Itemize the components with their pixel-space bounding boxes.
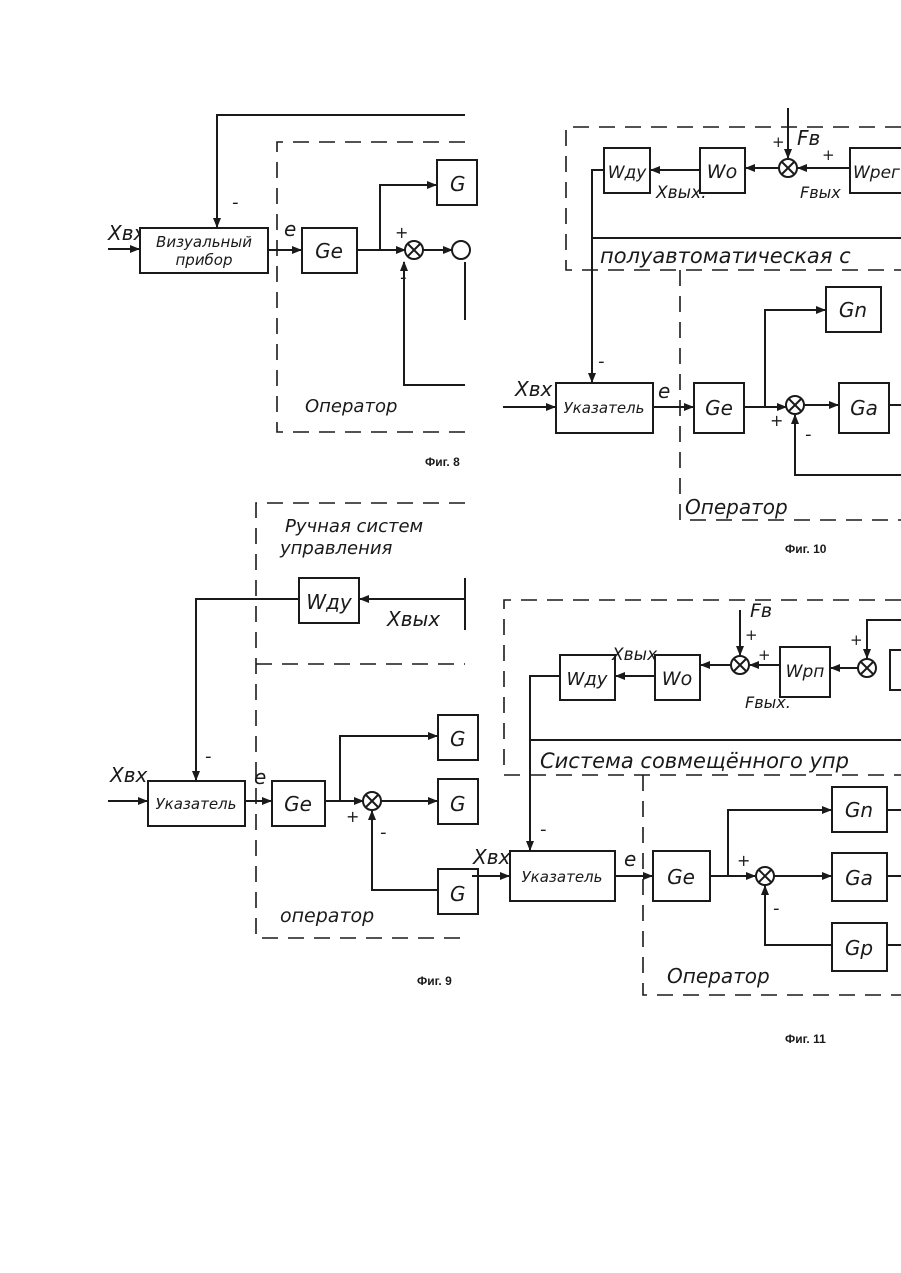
fig11-plus-right: + [850,631,863,649]
figure-11: Система совмещённого упр Wду Wo Wрп Xвых… [472,600,901,1046]
fig9-g-label-bottom: G [450,882,466,906]
fig10-ge-label: Ge [705,396,733,420]
fig10-plus-top-2: + [822,146,835,164]
fig9-output-label: Xвых [386,607,440,631]
fig11-caption: Фиг. 11 [785,1032,826,1046]
fig11-ge-label: Ge [667,865,695,889]
fig8-device-line1: Визуальный [156,233,252,251]
fig10-plus-top: + [772,133,785,151]
figure-10: полуавтоматическая с Wду Wo Wрег Xвых. F… [503,108,901,556]
fig10-wo-label: Wo [707,161,737,183]
fig9-minus-top: - [205,746,212,767]
fig11-plus: + [737,851,750,870]
fig11-right-input [867,620,901,658]
fig11-input-label: Xвх [472,845,510,869]
fig10-ga-label: Ga [850,396,878,420]
fig10-branch-gn [765,310,825,407]
fig8-operator-label: Оператор [305,396,397,417]
fig9-outer-boundary [256,503,465,938]
fig11-fb-label: Fв [750,600,772,622]
fig11-plus-top-2: + [758,646,771,664]
fig10-wreg-label: Wрег [853,163,900,183]
fig9-g-label-mid: G [450,792,466,816]
fig9-wdu-label: Wду [306,590,353,614]
fig8-plus: + [395,223,408,242]
fig10-minus: - [805,424,812,445]
fig8-summing-junction-2 [452,241,470,259]
fig10-indicator-label: Указатель [564,399,645,417]
fig9-input-label: Xвх [109,763,147,787]
fig11-minus: - [773,898,780,919]
fig8-g-label: G [450,172,466,196]
fig10-fbout-label: Fвых [800,183,841,202]
fig8-top-feedback [217,115,465,227]
fig9-caption: Фиг. 9 [417,974,452,988]
fig10-caption: Фиг. 10 [785,542,827,556]
fig9-indicator-label: Указатель [156,795,237,813]
fig10-input-label: Xвх [514,377,552,401]
fig10-gn-label: Gn [839,298,867,322]
fig11-indicator-label: Указатель [522,868,603,886]
fig8-ge-label: Ge [315,239,343,263]
fig11-system-label: Система совмещённого упр [540,749,849,773]
fig11-operator-label: Оператор [667,964,770,988]
fig8-caption: Фиг. 8 [425,455,460,469]
fig11-output-label: Xвых [611,645,658,665]
fig10-system-label: полуавтоматическая с [600,244,851,268]
fig10-plus: + [770,411,783,430]
fig11-wo-label: Wo [662,668,692,690]
fig11-right-block-edge [890,650,901,690]
fig11-ga-label: Ga [845,866,873,890]
fig11-wrp-label: Wрп [786,662,825,682]
fig8-minus-top: - [232,192,239,213]
fig10-operator-label: Оператор [685,495,788,519]
fig9-branch-top [340,736,437,801]
fig11-minus-feedback: - [540,819,547,840]
fig9-manual-line1: Ручная систем [285,516,423,537]
figure-8: - Xвх Визуальный прибор e Ge G + - Опера… [107,115,477,469]
fig9-minus: - [380,822,387,843]
fig9-ge-label: Ge [284,792,312,816]
fig11-gn-label: Gn [845,798,873,822]
fig11-plus-top: + [745,626,758,644]
fig9-manual-line2: управления [279,538,393,559]
fig10-error-label: e [658,379,670,403]
fig10-minus-feedback: - [598,351,605,372]
fig11-wdu-label: Wду [567,669,608,690]
fig11-gp-label: Gp [845,936,873,960]
fig9-error-label: e [254,765,266,789]
fig8-feedback [404,262,465,385]
fig11-fbout-label: Fвых. [745,693,791,712]
fig10-output-label: Xвых. [655,183,707,203]
fig11-right-edges [887,810,901,945]
fig9-plus: + [346,807,359,826]
fig11-error-label: e [624,847,636,871]
fig10-wdu-label: Wду [608,163,648,183]
fig10-fb-label: Fв [797,126,820,150]
fig9-operator-label: оператор [280,905,374,927]
fig8-device-line2: прибор [175,251,232,269]
figure-9: Ручная систем управления Wду Xвых - Xвх … [108,503,478,988]
fig9-g-label-top: G [450,727,466,751]
fig8-error-label: e [284,217,296,241]
